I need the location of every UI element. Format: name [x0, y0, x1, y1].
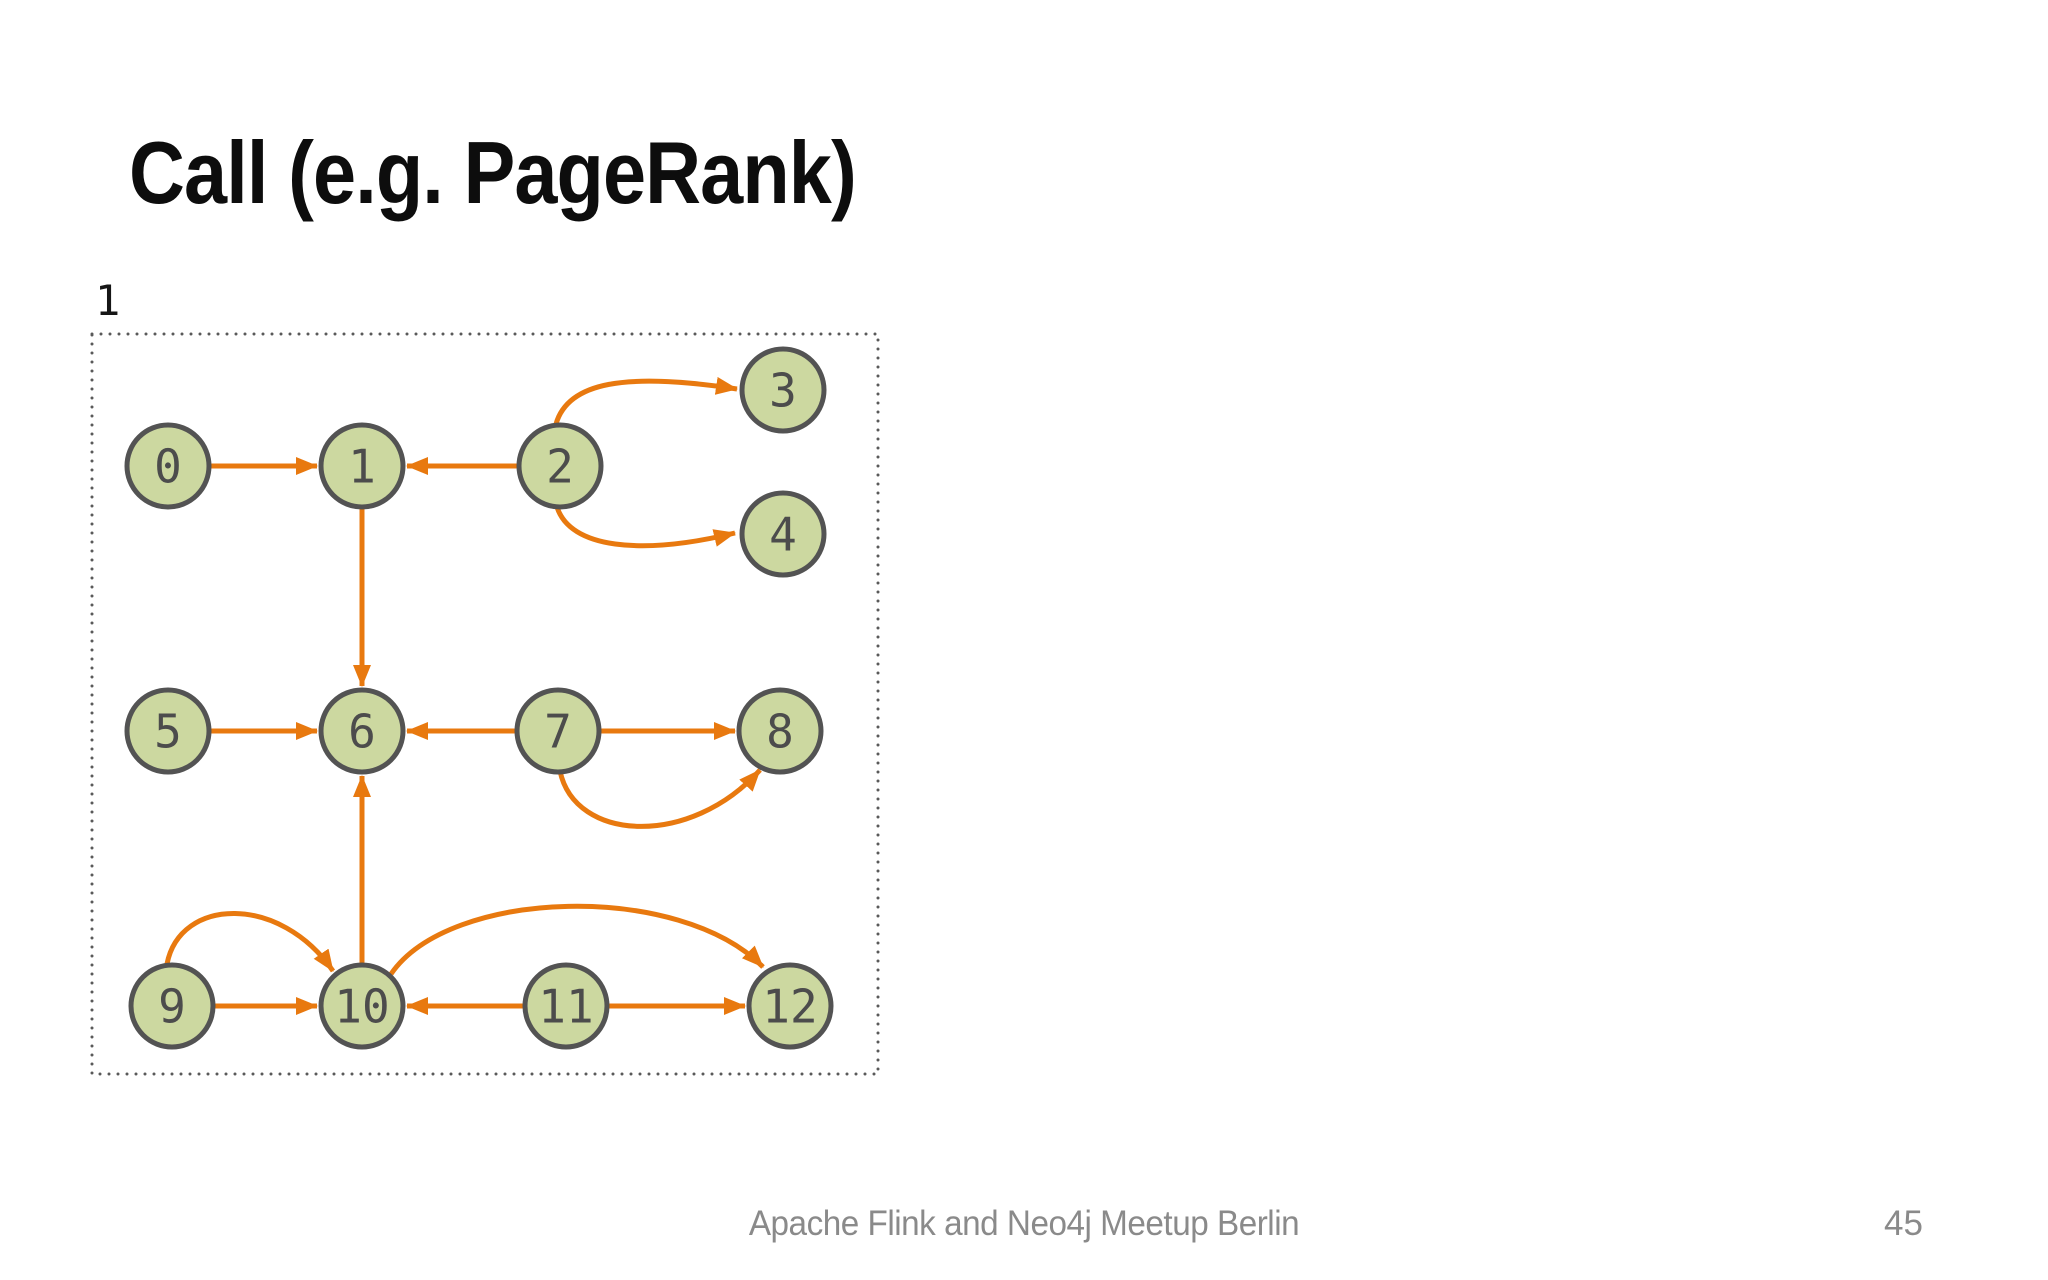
- graph-edge-10-12-curved: [388, 903, 765, 976]
- cluster-border: [90, 332, 880, 1076]
- graph-node-1: 1: [318, 422, 406, 510]
- graph-node-circle: [736, 687, 824, 775]
- graph-node-0: 0: [124, 422, 212, 510]
- graph-node-4: 4: [739, 490, 827, 578]
- graph-node-circle: [514, 687, 602, 775]
- graph-node-circle: [739, 346, 827, 434]
- graph-node-6: 6: [318, 687, 406, 775]
- graph-node-label: 9: [158, 980, 186, 1034]
- cluster-label: 1: [95, 276, 120, 325]
- graph-node-circle: [739, 490, 827, 578]
- graph-node-label: 3: [769, 364, 797, 418]
- graph-node-11: 11: [522, 962, 610, 1050]
- graph-node-label: 8: [766, 705, 794, 759]
- graph-node-label: 5: [154, 705, 182, 759]
- slide-title: Call (e.g. PageRank): [129, 122, 857, 222]
- graph-node-circle: [318, 962, 406, 1050]
- graph-node-9: 9: [128, 962, 216, 1050]
- graph-node-circle: [124, 422, 212, 510]
- graph-node-circle: [128, 962, 216, 1050]
- graph-node-label: 1: [348, 440, 376, 494]
- graph-node-7: 7: [514, 687, 602, 775]
- graph-node-label: 4: [769, 508, 797, 562]
- graph-node-label: 6: [348, 705, 376, 759]
- graph-node-circle: [516, 422, 604, 510]
- graph-edge-9-10-curved: [164, 911, 336, 973]
- page-number: 45: [1884, 1204, 1923, 1243]
- graph-node-label: 2: [546, 440, 574, 494]
- graph-node-circle: [124, 687, 212, 775]
- graph-node-12: 12: [746, 962, 834, 1050]
- graph-node-2: 2: [516, 422, 604, 510]
- graph-node-label: 0: [154, 440, 182, 494]
- graph-edge-7-8-curved: [557, 768, 762, 829]
- graph-node-8: 8: [736, 687, 824, 775]
- graph-node-circle: [318, 422, 406, 510]
- graph-edge-2-3-curved: [553, 376, 738, 425]
- graph-node-label: 11: [538, 980, 593, 1034]
- graph-node-label: 7: [544, 705, 572, 759]
- graph-node-label: 12: [762, 980, 817, 1034]
- graph-node-5: 5: [124, 687, 212, 775]
- graph-edges: [164, 376, 765, 1015]
- graph-node-circle: [318, 687, 406, 775]
- graph-node-circle: [746, 962, 834, 1050]
- footer-text: Apache Flink and Neo4j Meetup Berlin: [748, 1204, 1300, 1243]
- graph-node-3: 3: [739, 346, 827, 434]
- graph-node-circle: [522, 962, 610, 1050]
- graph-node-10: 10: [318, 962, 406, 1050]
- graph-node-label: 10: [334, 980, 389, 1034]
- graph-edge-2-4-curved: [554, 506, 736, 549]
